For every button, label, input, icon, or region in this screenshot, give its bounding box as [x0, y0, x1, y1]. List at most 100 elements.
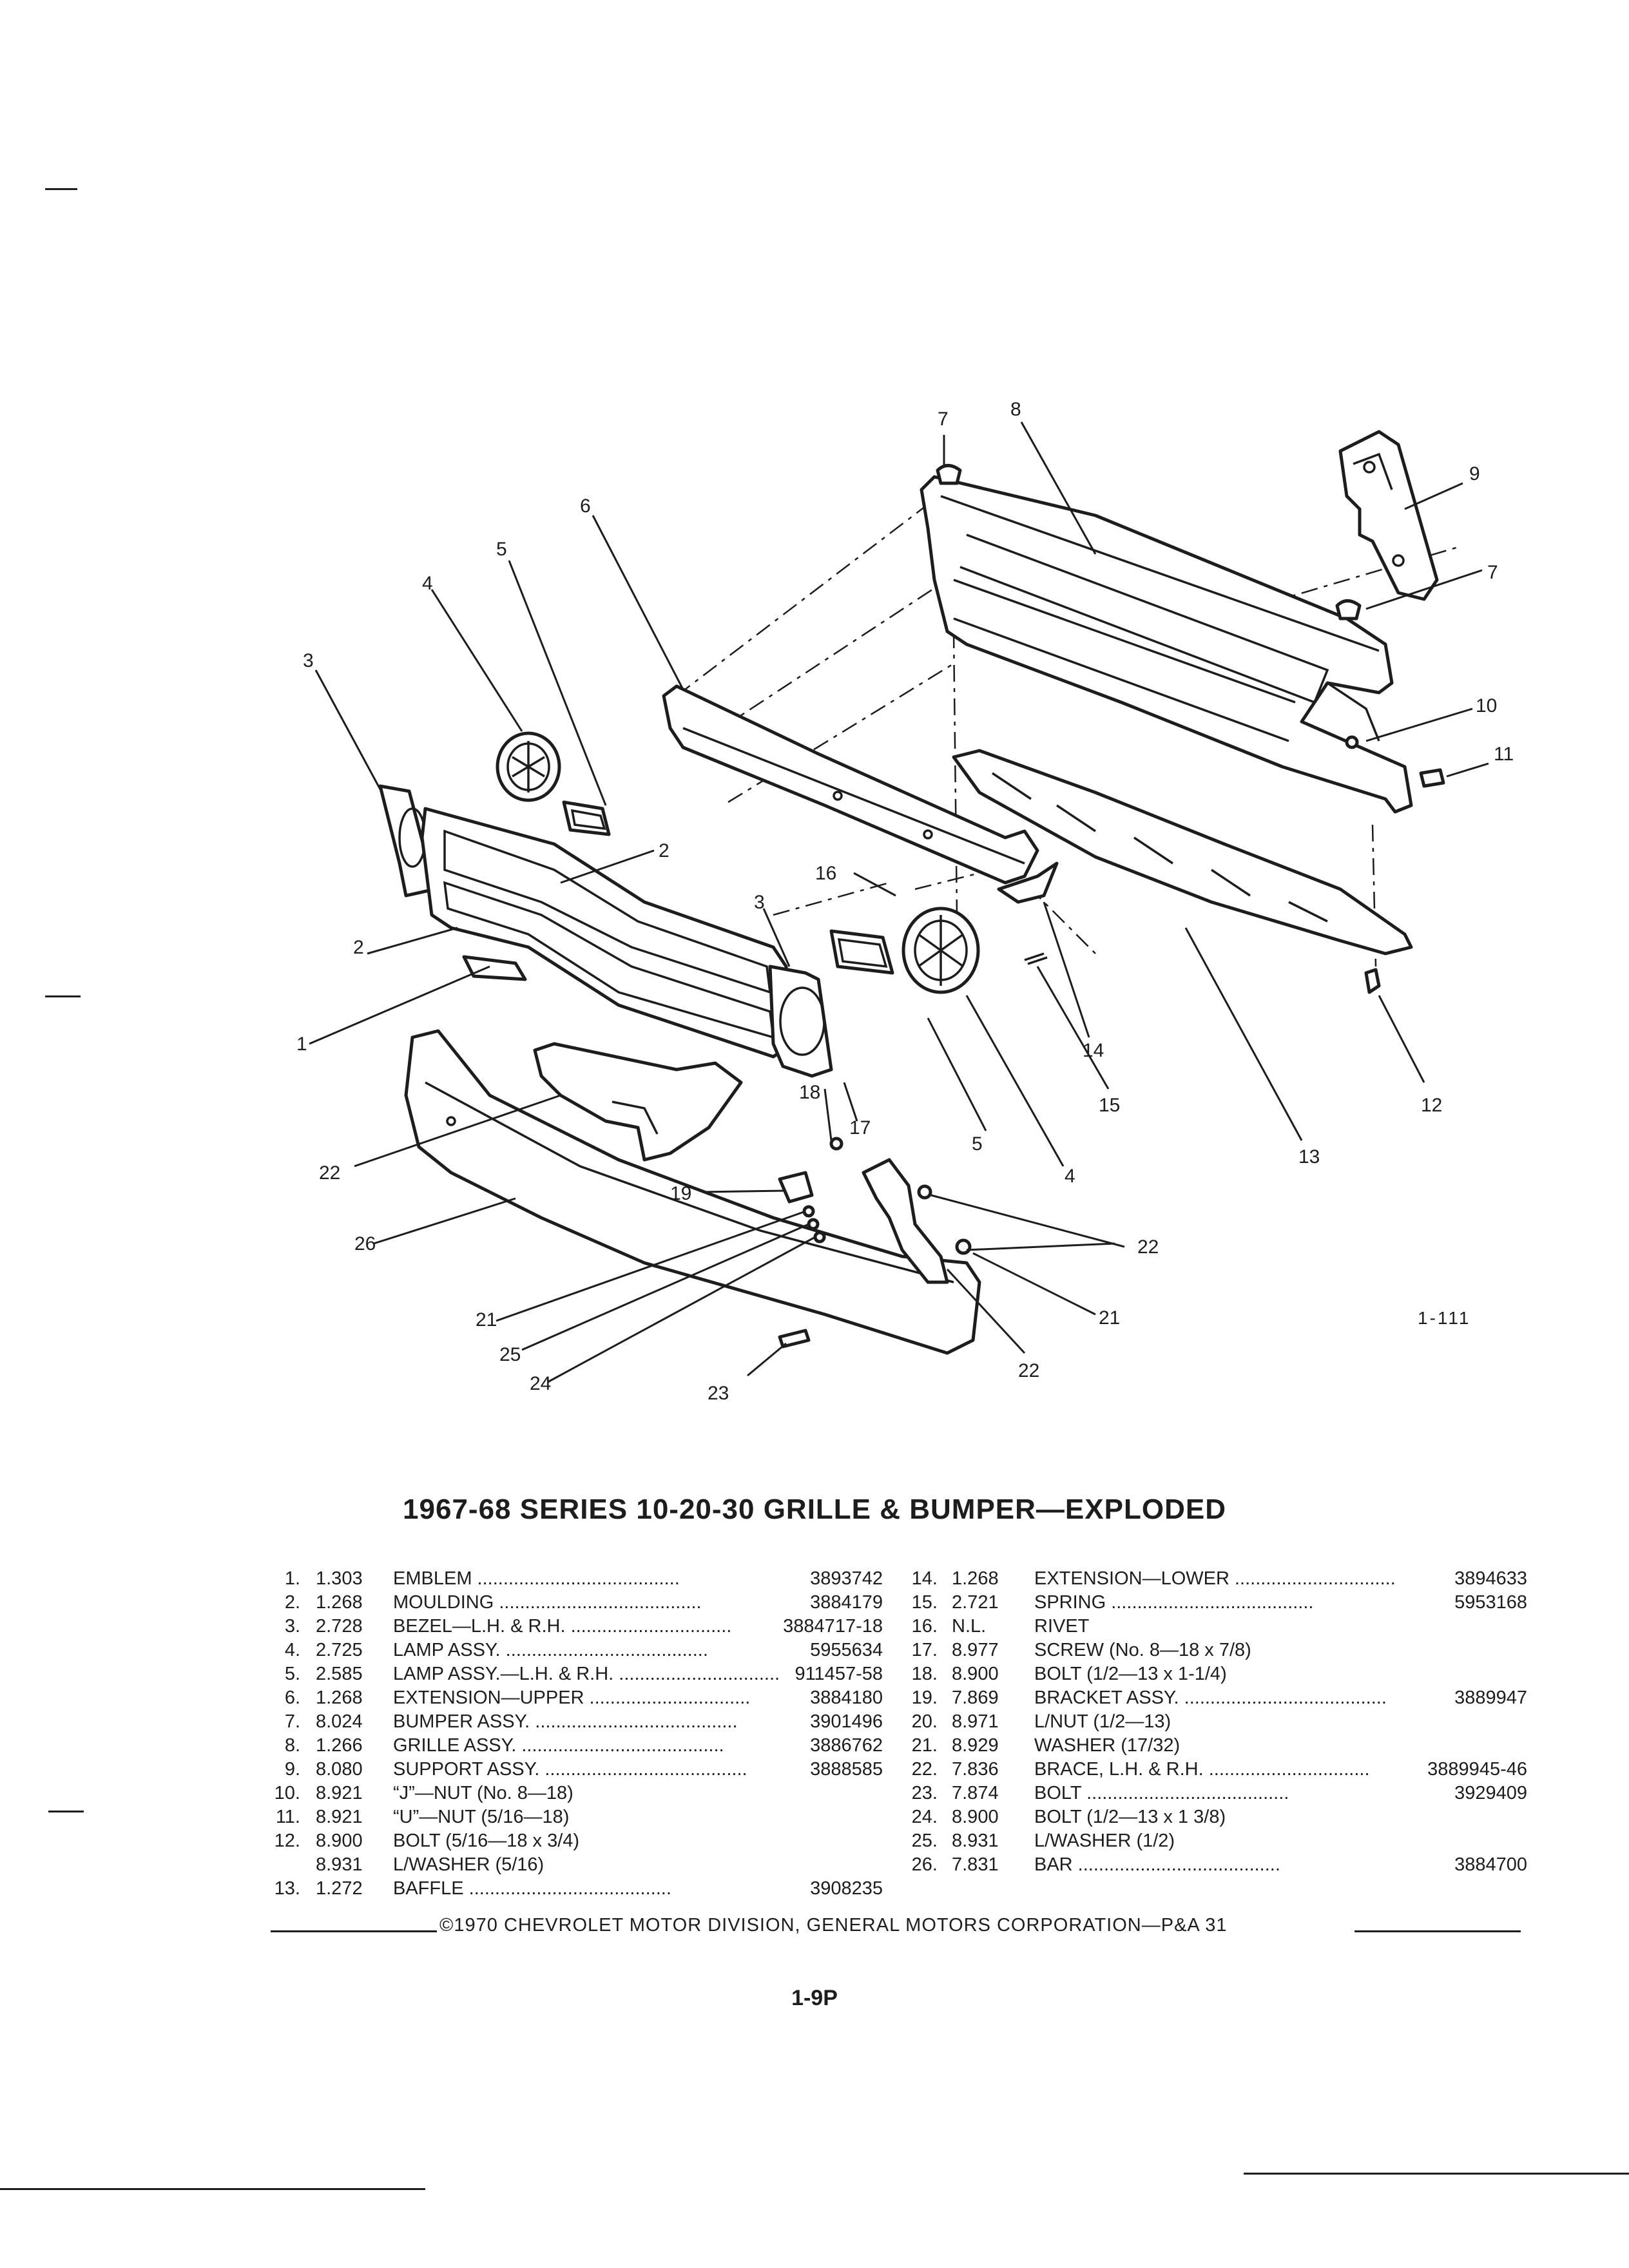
callout-1: 1 [296, 1033, 307, 1055]
callout-2-top: 2 [659, 840, 670, 861]
item-number: 20. [911, 1711, 938, 1732]
part-number: 3889947 [1452, 1686, 1527, 1710]
part-description: L/WASHER (1/2) [1034, 1831, 1175, 1851]
part-description: LAMP ASSY.—L.H. & R.H. .................… [393, 1664, 780, 1684]
part-number: 3908235 [807, 1877, 883, 1901]
scan-mark [45, 188, 77, 190]
item-number: 12. [274, 1831, 300, 1851]
copyright-footer: ©1970 CHEVROLET MOTOR DIVISION, GENERAL … [271, 1912, 1521, 1938]
parts-row: 10. 8.921 “J”—NUT (No. 8—18) [258, 1782, 883, 1805]
footer-rule-left [271, 1930, 437, 1932]
part-number: 5955634 [807, 1639, 883, 1662]
callout-21-right: 21 [1099, 1307, 1120, 1329]
parking-lamp-right [829, 929, 894, 975]
callout-18: 18 [799, 1082, 820, 1103]
callout-3-left: 3 [303, 650, 314, 671]
grille-moulding [420, 807, 795, 1059]
part-description: BOLT (5/16—18 x 3/4) [393, 1831, 580, 1851]
callout-14: 14 [1083, 1040, 1104, 1061]
part-number: 3884179 [807, 1591, 883, 1615]
callout-4-right: 4 [1065, 1166, 1075, 1187]
item-number: 21. [911, 1735, 938, 1756]
support-assembly [1338, 430, 1439, 601]
callout-6: 6 [580, 495, 591, 517]
part-description: EXTENSION—UPPER ........................… [393, 1687, 751, 1708]
parking-lamp-left [562, 800, 611, 836]
part-description: “J”—NUT (No. 8—18) [393, 1783, 574, 1803]
item-number: 18. [911, 1664, 938, 1684]
part-description: BAR ....................................… [1034, 1854, 1280, 1875]
part-description: SUPPORT ASSY. ..........................… [393, 1759, 747, 1780]
part-number: 3884717-18 [780, 1615, 883, 1639]
item-number: 10. [274, 1783, 300, 1803]
group-number: 8.900 [952, 1664, 999, 1684]
callout-10: 10 [1476, 695, 1497, 716]
part-number: 3929409 [1452, 1782, 1527, 1805]
copyright-text: ©1970 CHEVROLET MOTOR DIVISION, GENERAL … [439, 1915, 1228, 1936]
part-description: EMBLEM .................................… [393, 1568, 680, 1589]
scan-mark [0, 2188, 425, 2190]
item-number: 16. [911, 1616, 938, 1637]
parts-row: 16.N.L.RIVET [899, 1615, 1527, 1639]
scan-mark [45, 995, 81, 997]
group-number: 8.900 [316, 1831, 363, 1851]
group-number: 1.272 [316, 1878, 363, 1899]
exploded-diagram: 7 8 9 7 10 11 12 13 14 15 16 6 5 4 3 2 2… [296, 399, 1514, 1404]
callout-9: 9 [1469, 463, 1480, 485]
callout-25: 25 [499, 1344, 521, 1365]
part-description: BOLT (1/2—13 x 1-1/4) [1034, 1664, 1227, 1684]
part-description: SCREW (No. 8—18 x 7/8) [1034, 1640, 1251, 1660]
group-number: 8.921 [316, 1783, 363, 1803]
part-description: MOULDING ...............................… [393, 1592, 702, 1613]
group-number: 7.874 [952, 1783, 999, 1803]
part-number: 911457-58 [792, 1662, 883, 1686]
group-number: 7.836 [952, 1759, 999, 1780]
callout-22-bottom: 22 [1018, 1360, 1039, 1381]
group-number: 1.303 [316, 1568, 363, 1589]
callout-8: 8 [1010, 399, 1021, 420]
group-number: 2.728 [316, 1616, 363, 1637]
group-number: 7.869 [952, 1687, 999, 1708]
group-number: N.L. [952, 1616, 987, 1637]
part-description: L/NUT (1/2—13) [1034, 1711, 1171, 1732]
parts-row: 11.8.921“U”—NUT (5/16—18) [258, 1805, 883, 1829]
item-number: 1. [284, 1568, 300, 1589]
callout-16: 16 [815, 863, 836, 884]
callout-7-top: 7 [938, 408, 949, 430]
item-number: 25. [911, 1831, 938, 1851]
item-number: 6. [284, 1687, 300, 1708]
group-number: 2.725 [316, 1640, 363, 1660]
item-number: 15. [911, 1592, 938, 1613]
part-number: 3893742 [807, 1567, 883, 1591]
item-number: 2. [284, 1592, 300, 1613]
group-number: 8.024 [316, 1711, 363, 1732]
bumper-knobs [936, 464, 1362, 620]
part-number: 3901496 [807, 1710, 883, 1734]
item-number: 9. [284, 1759, 300, 1780]
part-description: EXTENSION—LOWER ........................… [1034, 1568, 1396, 1589]
part-description: GRILLE ASSY. ...........................… [393, 1735, 724, 1756]
group-number: 1.268 [952, 1568, 999, 1589]
baffle [952, 749, 1413, 956]
leader-lines [309, 421, 1489, 1383]
callout-22-left: 22 [319, 1162, 340, 1184]
scan-mark [1244, 2173, 1629, 2175]
part-description: WASHER (17/32) [1034, 1735, 1181, 1756]
callout-5-left: 5 [496, 539, 507, 560]
callout-15: 15 [1099, 1095, 1120, 1116]
group-number: 2.585 [316, 1664, 363, 1684]
grille-assembly [920, 475, 1413, 814]
